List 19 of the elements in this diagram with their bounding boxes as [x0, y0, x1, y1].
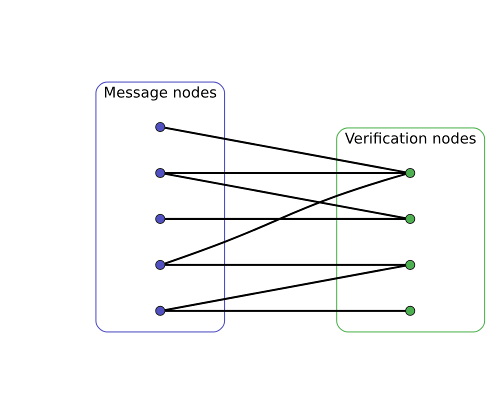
connector: [165, 263, 406, 266]
connector: [165, 309, 406, 312]
node-circle: [405, 213, 416, 224]
connector: [165, 217, 406, 220]
node-circle: [155, 213, 166, 224]
cluster: Verification nodes: [336, 126, 486, 332]
connector: [164, 126, 406, 173]
node-circle: [405, 305, 416, 316]
node-circle: [155, 305, 166, 316]
cluster: Message nodes: [95, 80, 226, 332]
node-circle: [155, 167, 166, 178]
connector: [164, 172, 406, 264]
connector: [165, 172, 406, 174]
node-circle: [155, 122, 166, 132]
node-circle: [155, 259, 166, 270]
node-circle: [405, 167, 416, 178]
node-circle: [405, 259, 416, 270]
connector: [164, 264, 406, 311]
connector: [164, 172, 406, 219]
